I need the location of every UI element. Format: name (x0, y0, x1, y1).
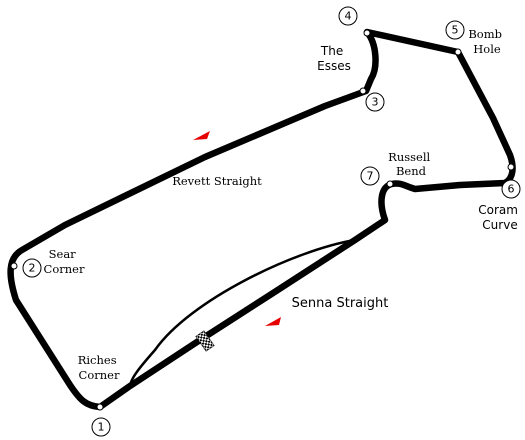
corner-marker-4: 4 (338, 6, 358, 26)
corner-name-russell: Russell Bend (388, 150, 434, 178)
corner-marker-6: 6 (501, 179, 521, 199)
svg-text:6: 6 (508, 183, 515, 196)
corner-name-coram: Coram Curve (478, 203, 522, 232)
direction-arrow-icon (193, 131, 210, 140)
svg-text:4: 4 (345, 10, 352, 23)
straight-name-senna: Senna Straight (292, 296, 389, 311)
corner-name-bomb-hole: Bomb Hole (468, 27, 505, 56)
svg-text:3: 3 (372, 96, 379, 109)
corner-nodes (10, 29, 515, 411)
svg-text:2: 2 (29, 262, 36, 275)
corner-marker-2: 2 (22, 258, 42, 278)
svg-text:1: 1 (98, 421, 105, 434)
corner-marker-5: 5 (445, 20, 465, 40)
straight-name-revett: Revett Straight (172, 174, 262, 188)
track-inner-loop (128, 238, 356, 387)
corner-marker-3: 3 (365, 92, 385, 112)
direction-arrow-icon (265, 317, 281, 326)
checkered-flag-icon (195, 330, 215, 352)
corner-marker-1: 1 (91, 417, 111, 437)
corner-name-riches: Riches Corner (78, 353, 121, 382)
corner-name-esses: The Esses (317, 44, 351, 73)
corner-name-sear: Sear Corner (44, 247, 85, 276)
svg-text:5: 5 (452, 24, 459, 37)
track-outline (7, 28, 516, 411)
svg-text:7: 7 (367, 170, 374, 183)
corner-marker-7: 7 (360, 166, 380, 186)
